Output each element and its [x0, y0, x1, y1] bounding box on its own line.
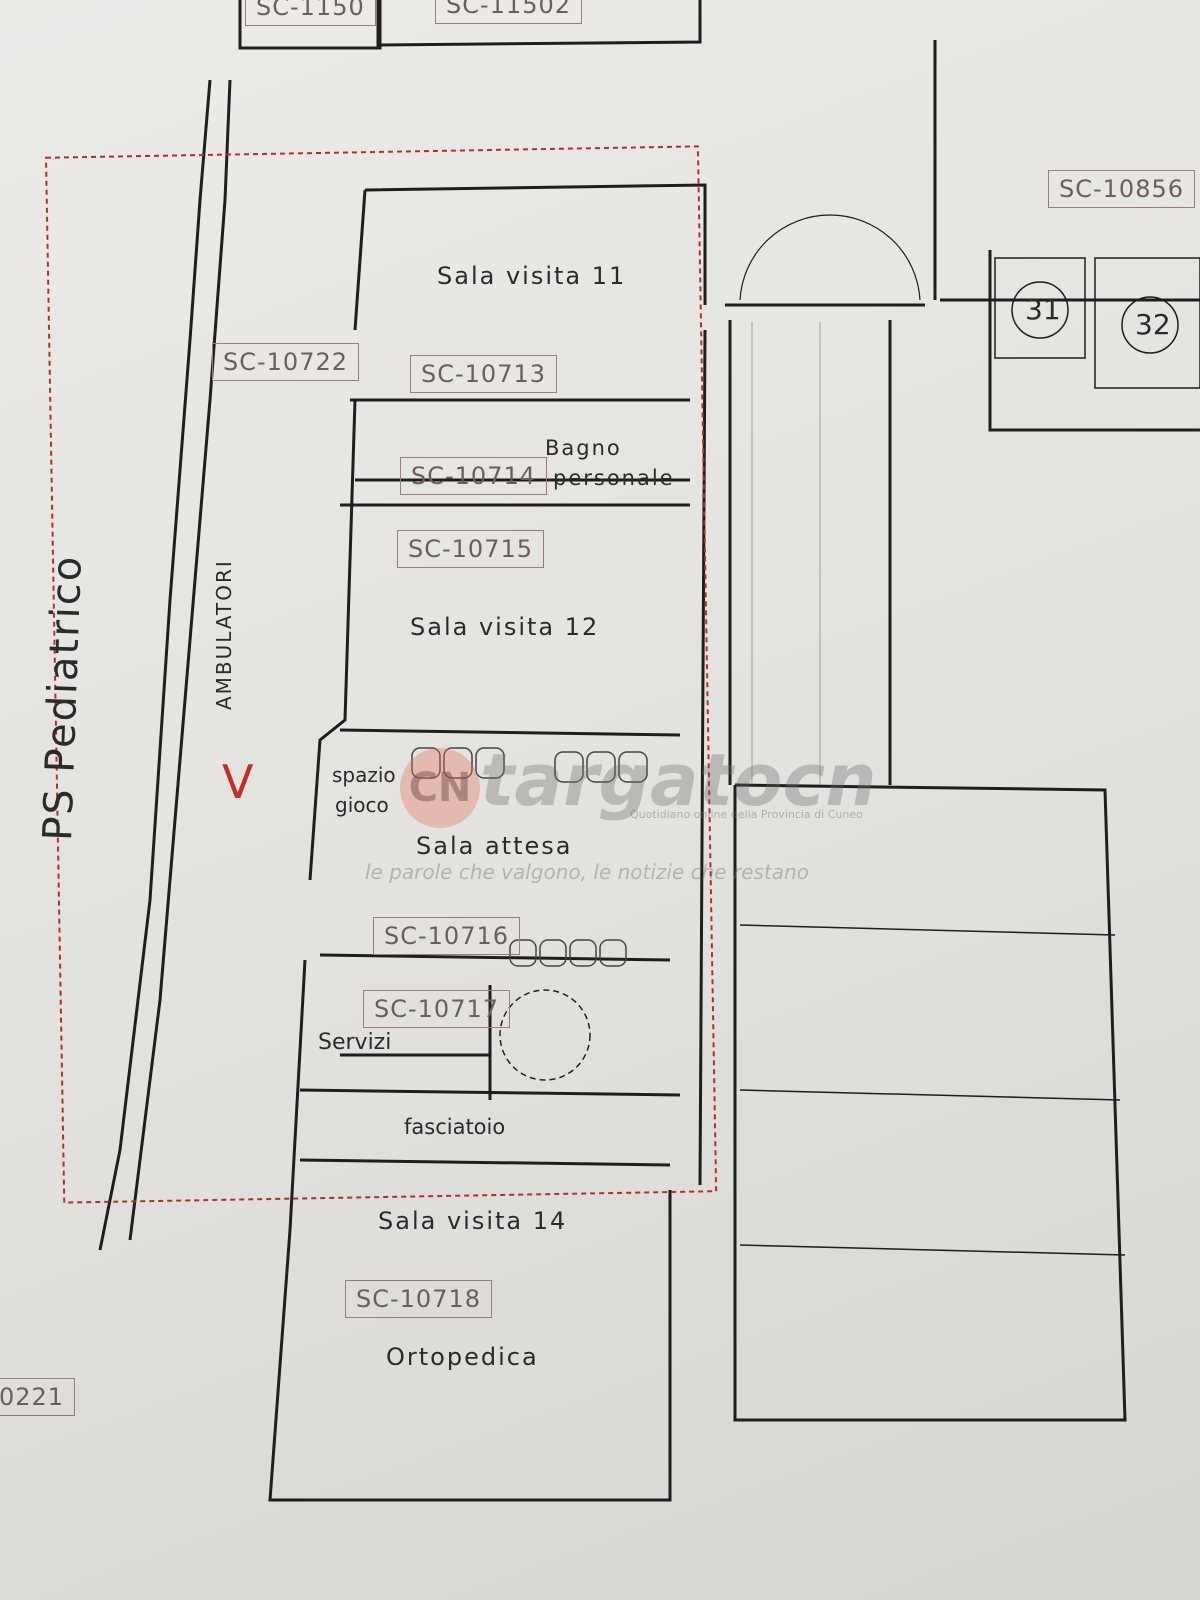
code-sc-1150: SC-1150 [245, 0, 376, 26]
marker-label: V [222, 755, 256, 809]
wheelchair-turning-circle [499, 989, 591, 1081]
partition-walls [299, 398, 690, 1167]
code-sc-10718: SC-10718 [345, 1280, 492, 1318]
room-personale: personale [553, 466, 675, 490]
room-sala-visita-11: Sala visita 11 [437, 262, 627, 290]
watermark-subtitle: Quotidiano online della Provincia di Cun… [630, 808, 863, 821]
west-wall [268, 189, 672, 1502]
room-sala-visita-14: Sala visita 14 [378, 1207, 568, 1235]
code-sc-10717: SC-10717 [363, 990, 510, 1028]
highlight-boundary [44, 145, 718, 1204]
unit-31-label: 31 [1025, 293, 1061, 326]
room-bagno: Bagno [545, 436, 622, 460]
outer-wall [98, 79, 212, 1251]
watermark-badge: CN [400, 748, 480, 828]
code-0221: 0221 [0, 1378, 76, 1416]
room-servizi: Servizi [318, 1030, 392, 1055]
watermark-tagline: le parole che valgono, le notizie che re… [365, 860, 809, 884]
code-sc-10716: SC-10716 [373, 917, 520, 955]
waiting-chairs [411, 747, 648, 967]
code-sc-10714: SC-10714 [400, 457, 547, 495]
hatched-corridor [751, 322, 821, 785]
code-sc-11502: SC-11502 [435, 0, 582, 24]
unit-31-circle [1011, 281, 1069, 339]
unit-32-label: 32 [1135, 308, 1171, 341]
watermark-brand: targatocn [480, 738, 877, 822]
annex-walls [725, 303, 1127, 1422]
code-sc-10722: SC-10722 [212, 343, 359, 381]
ne-walls [933, 40, 1200, 432]
room-sala-visita-12: Sala visita 12 [410, 613, 600, 641]
room-ortopedica: Ortopedica [386, 1343, 539, 1371]
top-walls [238, 0, 702, 50]
room-gioco: gioco [335, 793, 389, 817]
room-spazio: spazio [332, 763, 396, 787]
room-sala-attesa: Sala attesa [416, 832, 573, 860]
code-sc-10856: SC-10856 [1048, 170, 1195, 208]
east-wall [364, 183, 707, 1186]
unit-32-circle [1121, 296, 1179, 354]
code-sc-10713: SC-10713 [410, 355, 557, 393]
corridor-label: AMBULATORI [212, 559, 236, 710]
room-fasciatoio: fasciatoio [404, 1115, 506, 1139]
code-sc-10715: SC-10715 [397, 530, 544, 568]
